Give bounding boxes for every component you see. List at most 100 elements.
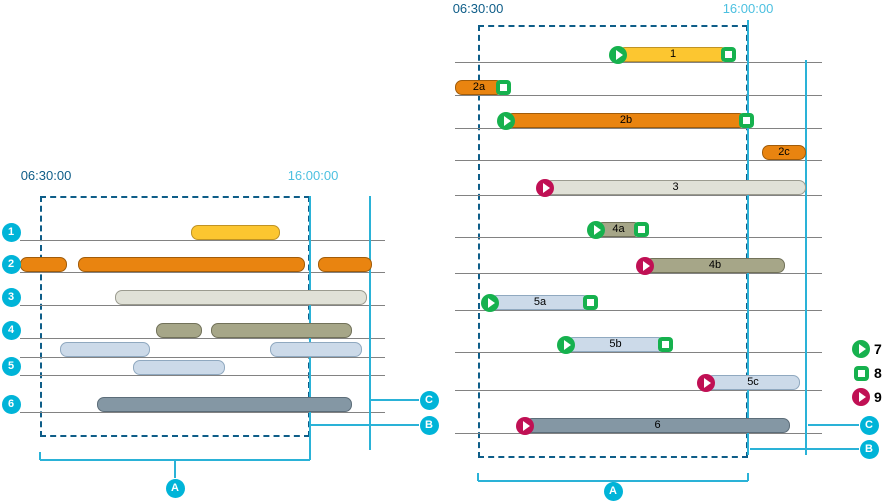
- play-triangle-glyph: [858, 344, 866, 354]
- timeline-row-line: [455, 95, 822, 96]
- task-bar-4b: 4b: [645, 258, 785, 273]
- row-badge-6: 6: [1, 394, 21, 414]
- callout-badge-c: C: [859, 415, 879, 435]
- bracket-tick: [747, 473, 749, 481]
- green-play-icon: [497, 111, 515, 130]
- callout-line-b: [750, 448, 859, 450]
- time-marker-line: [369, 196, 371, 450]
- row-badge-1: 1: [1, 222, 21, 242]
- task-bar-5a: 5a: [490, 295, 590, 310]
- stop-square-glyph: [586, 299, 594, 306]
- green-play-icon: [587, 220, 605, 239]
- play-triangle-glyph: [542, 182, 550, 193]
- timeline-row-line: [455, 237, 822, 238]
- bracket-tick: [39, 452, 41, 460]
- legend-label-8: 8: [874, 365, 882, 381]
- green-stop-icon: [495, 80, 511, 95]
- bracket-tick: [309, 452, 311, 460]
- task-bar: [20, 257, 67, 272]
- stop-square-glyph: [857, 369, 865, 377]
- task-bar: [115, 290, 367, 305]
- crimson-play-icon: [636, 256, 654, 275]
- green-play-icon: [481, 293, 499, 312]
- task-bar: [318, 257, 372, 272]
- callout-line-b: [311, 424, 419, 426]
- green-stop-icon: [720, 47, 736, 62]
- task-bar-5c: 5c: [706, 375, 800, 390]
- legend-label-7: 7: [874, 341, 882, 357]
- task-bar: [191, 225, 280, 240]
- green-stop-icon: [582, 295, 598, 310]
- task-bar: [211, 323, 352, 338]
- timeline-row-line: [455, 62, 822, 63]
- start-time-label: 06:30:00: [20, 168, 72, 183]
- timeline-row-line: [455, 160, 822, 161]
- row-badge-2: 2: [1, 254, 21, 274]
- crimson-play-icon: [697, 373, 715, 392]
- callout-badge-b: B: [419, 415, 439, 435]
- timeline-row-line: [455, 195, 822, 196]
- task-bar-1: 1: [618, 47, 728, 62]
- crimson-play-icon: [536, 178, 554, 197]
- timeline-row-line: [455, 128, 822, 129]
- timeline-row-line: [20, 412, 385, 413]
- task-bar: [156, 323, 202, 338]
- timeline-row-line: [20, 272, 385, 273]
- callout-badge-c: C: [419, 390, 439, 410]
- play-triangle-glyph: [563, 339, 571, 350]
- start-time-label: 06:30:00: [452, 1, 504, 16]
- play-triangle-glyph: [615, 49, 623, 60]
- stop-square-glyph: [661, 341, 669, 348]
- task-bar-3: 3: [545, 180, 806, 195]
- observation-window: [478, 25, 748, 458]
- play-triangle-glyph: [593, 224, 601, 235]
- green-play-icon: [852, 340, 870, 358]
- task-bar: [270, 342, 362, 357]
- timeline-row-line: [455, 390, 822, 391]
- timeline-row-line: [20, 240, 385, 241]
- green-play-icon: [557, 335, 575, 354]
- play-triangle-glyph: [703, 377, 711, 388]
- stop-square-glyph: [637, 226, 645, 233]
- green-stop-icon: [853, 365, 869, 381]
- green-stop-icon: [738, 113, 754, 128]
- time-marker-line: [805, 60, 807, 455]
- crimson-play-icon: [852, 388, 870, 406]
- callout-line-c: [371, 399, 419, 401]
- callout-badge-a: A: [603, 481, 623, 501]
- play-triangle-glyph: [503, 115, 511, 126]
- task-bar-6: 6: [525, 418, 790, 433]
- timeline-row-line: [20, 357, 385, 358]
- play-triangle-glyph: [642, 260, 650, 271]
- task-bar: [60, 342, 150, 357]
- timeline-row-line: [20, 305, 385, 306]
- callout-badge-a: A: [165, 478, 185, 498]
- task-bar-5b: 5b: [566, 337, 665, 352]
- green-play-icon: [609, 45, 627, 64]
- stop-square-glyph: [724, 51, 732, 58]
- time-marker-line: [747, 20, 749, 455]
- callout-badge-b: B: [859, 439, 879, 459]
- task-bar: [97, 397, 352, 412]
- bracket-line: [478, 480, 748, 482]
- stop-square-glyph: [499, 84, 507, 91]
- timeline-row-line: [20, 375, 385, 376]
- end-time-label: 16:00:00: [287, 168, 339, 183]
- play-triangle-glyph: [487, 297, 495, 308]
- task-bar-2c: 2c: [762, 145, 806, 160]
- crimson-play-icon: [516, 416, 534, 435]
- timeline-row-line: [455, 273, 822, 274]
- timeline-row-line: [455, 310, 822, 311]
- end-time-label: 16:00:00: [722, 1, 774, 16]
- timeline-row-line: [455, 352, 822, 353]
- stop-square-glyph: [742, 117, 750, 124]
- green-stop-icon: [633, 222, 649, 237]
- legend-label-9: 9: [874, 389, 882, 405]
- play-triangle-glyph: [858, 392, 866, 402]
- row-badge-5: 5: [1, 356, 21, 376]
- row-badge-4: 4: [1, 320, 21, 340]
- bracket-stem: [174, 460, 176, 478]
- bracket-tick: [477, 473, 479, 481]
